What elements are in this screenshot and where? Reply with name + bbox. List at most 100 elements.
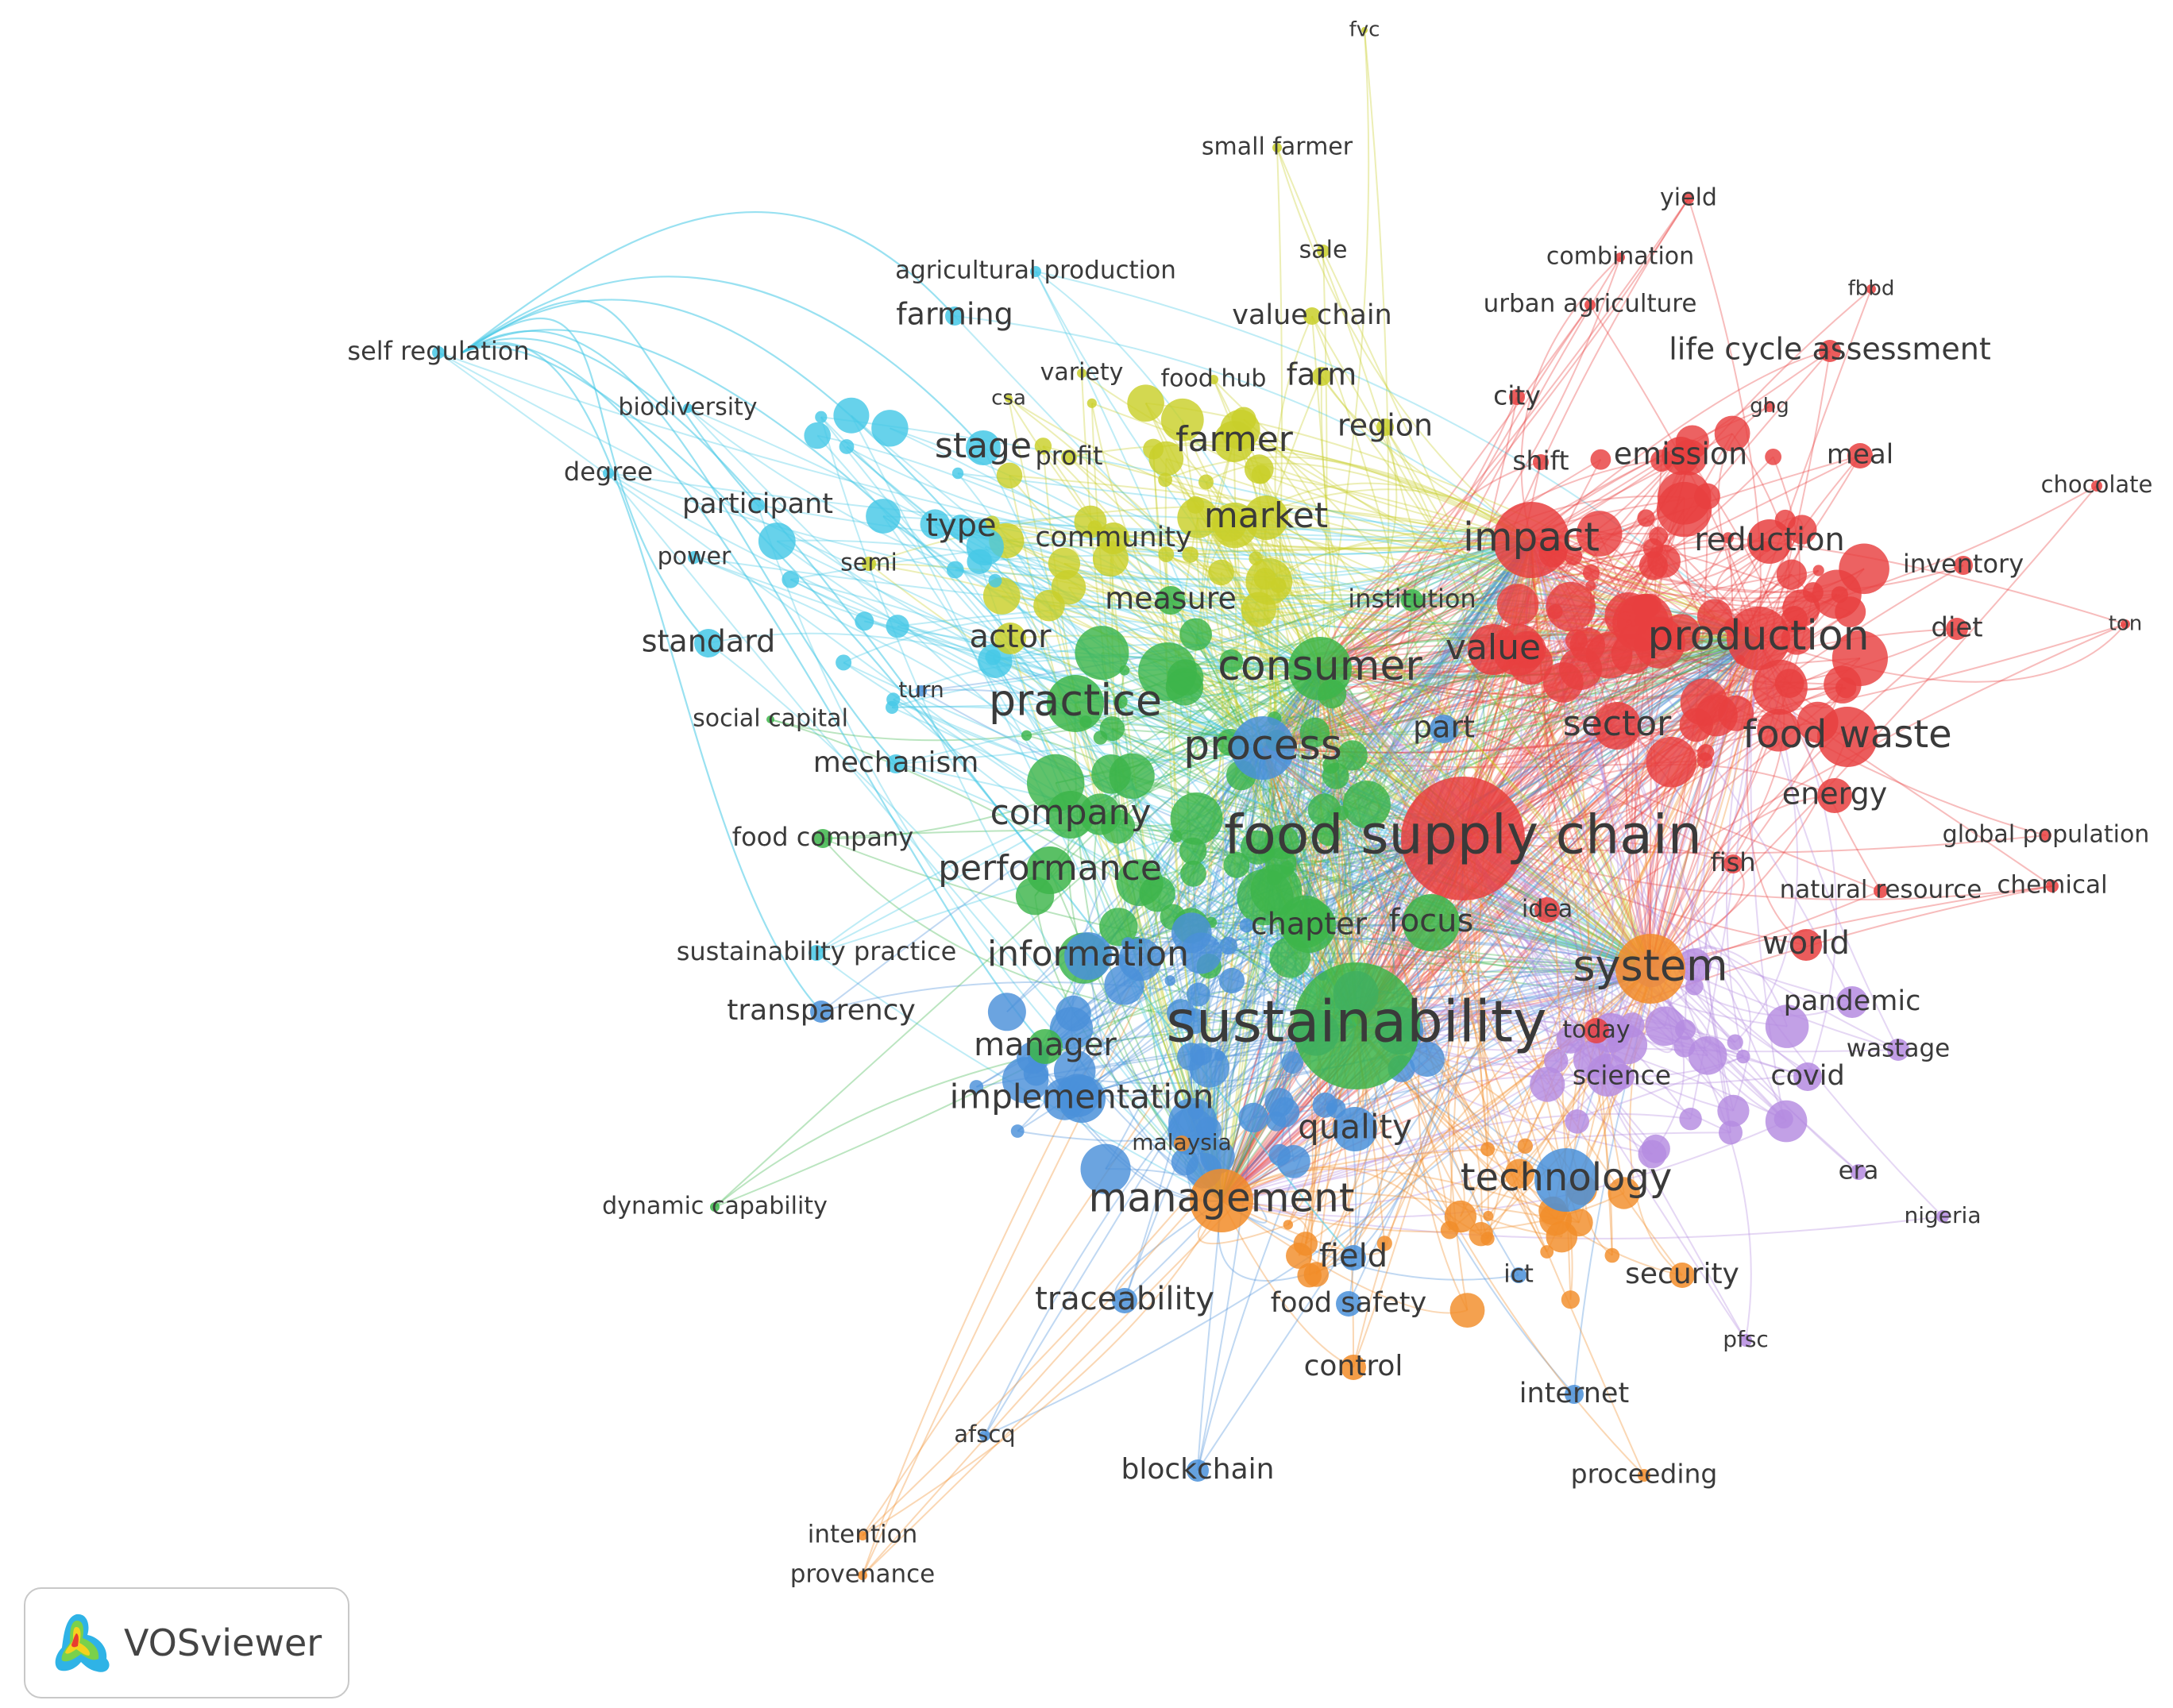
node-label[interactable]: manager [974,1027,1117,1063]
network-node[interactable] [1683,193,1694,204]
node-label[interactable]: consumer [1218,642,1422,690]
network-node[interactable] [1747,519,1792,564]
node-label[interactable]: blockchain [1121,1453,1274,1486]
network-node[interactable] [2046,880,2059,893]
network-node[interactable] [1064,932,1112,980]
network-node[interactable] [1836,986,1868,1018]
network-node[interactable] [1764,401,1775,412]
network-node[interactable] [1209,375,1218,384]
node-label[interactable]: standard [642,624,776,659]
node-label[interactable]: company [990,792,1152,833]
node-label[interactable]: sustainability practice [677,936,957,966]
node-label[interactable]: natural resource [1780,876,1982,904]
network-node[interactable] [1401,589,1423,611]
node-label[interactable]: control [1304,1350,1403,1382]
node-label[interactable]: science [1573,1060,1671,1091]
network-node[interactable] [1047,791,1094,839]
node-label[interactable]: management [1089,1175,1355,1221]
network-node[interactable] [1638,1469,1650,1482]
network-node[interactable] [1174,1135,1190,1151]
node-label[interactable]: value [1445,627,1541,668]
node-label[interactable]: fbbd [1848,277,1895,301]
node-label[interactable]: mechanism [813,746,979,779]
network-node[interactable] [1333,1107,1377,1151]
network-node[interactable] [1790,929,1822,961]
network-node[interactable] [1430,715,1458,743]
network-node[interactable] [1341,1245,1366,1270]
network-node[interactable] [1156,586,1185,615]
network-node[interactable] [1214,421,1255,462]
network-node[interactable] [994,623,1026,654]
network-node[interactable] [1727,607,1790,670]
node-label[interactable]: energy [1782,777,1887,812]
network-node[interactable] [966,430,1001,465]
node-label[interactable]: combination [1546,243,1694,271]
network-node[interactable] [1851,1164,1866,1180]
node-label[interactable]: chocolate [2041,471,2153,498]
network-node[interactable] [1376,418,1394,436]
network-node[interactable] [1874,884,1888,898]
node-label[interactable]: value chain [1232,299,1392,331]
network-node[interactable] [694,629,723,657]
network-node[interactable] [1847,443,1873,468]
node-label[interactable]: institution [1348,584,1476,614]
node-label[interactable]: afscq [954,1421,1015,1448]
node-label[interactable]: profit [1035,441,1102,471]
network-node[interactable] [1584,299,1596,310]
network-node[interactable] [1511,1267,1527,1283]
node-label[interactable]: sector [1563,704,1672,744]
node-label[interactable]: pandemic [1784,985,1921,1017]
network-node[interactable] [432,346,445,359]
node-label[interactable]: csa [991,387,1026,411]
network-node[interactable] [1866,284,1876,294]
node-label[interactable]: part [1413,710,1475,745]
network-node[interactable] [1112,1288,1137,1313]
network-node[interactable] [1187,1459,1209,1482]
node-label[interactable]: dynamic capability [602,1193,828,1220]
node-label[interactable]: security [1625,1258,1739,1290]
node-label[interactable]: information [987,934,1189,974]
network-node[interactable] [1293,962,1420,1089]
node-label[interactable]: food safety [1271,1287,1426,1319]
network-node[interactable] [1077,368,1086,378]
node-label[interactable]: food supply chain [1224,804,1702,867]
network-node[interactable] [886,754,905,773]
network-node[interactable] [1615,253,1625,262]
network-node[interactable] [1946,618,1968,640]
network-node[interactable] [1361,27,1368,33]
node-label[interactable]: focus [1389,903,1474,939]
network-node[interactable] [1887,1039,1909,1061]
network-node[interactable] [1190,1169,1253,1232]
node-label[interactable]: food company [732,822,913,852]
network-node[interactable] [858,1571,867,1580]
node-label[interactable]: impact [1463,515,1600,561]
node-label[interactable]: field [1319,1238,1388,1274]
network-node[interactable] [1534,1148,1598,1212]
network-node[interactable] [1317,245,1330,257]
network-node[interactable] [710,1202,720,1212]
network-node[interactable] [2091,480,2102,492]
node-label[interactable]: production [1647,612,1869,660]
node-label[interactable]: yield [1660,184,1717,212]
node-label[interactable]: chemical [1997,871,2107,900]
network-node[interactable] [1593,702,1641,750]
network-node[interactable] [1231,716,1295,780]
network-node[interactable] [1817,778,1852,813]
node-label[interactable]: semi [840,549,897,577]
network-node[interactable] [1312,367,1331,386]
network-node[interactable] [1615,934,1685,1004]
node-label[interactable]: farming [896,297,1013,332]
node-label[interactable]: emission [1614,437,1747,472]
network-node[interactable] [1288,637,1352,700]
node-label[interactable]: global population [1943,821,2150,849]
node-label[interactable]: small farmer [1202,133,1353,161]
node-label[interactable]: intention [808,1521,918,1549]
network-node[interactable] [2121,619,2130,629]
network-node[interactable] [1061,449,1077,465]
node-label[interactable]: ict [1503,1260,1534,1289]
network-node[interactable] [858,1531,867,1540]
network-node[interactable] [813,829,832,848]
node-label[interactable]: farm [1287,357,1357,392]
network-node[interactable] [1030,266,1041,277]
node-label[interactable]: type [925,507,996,544]
